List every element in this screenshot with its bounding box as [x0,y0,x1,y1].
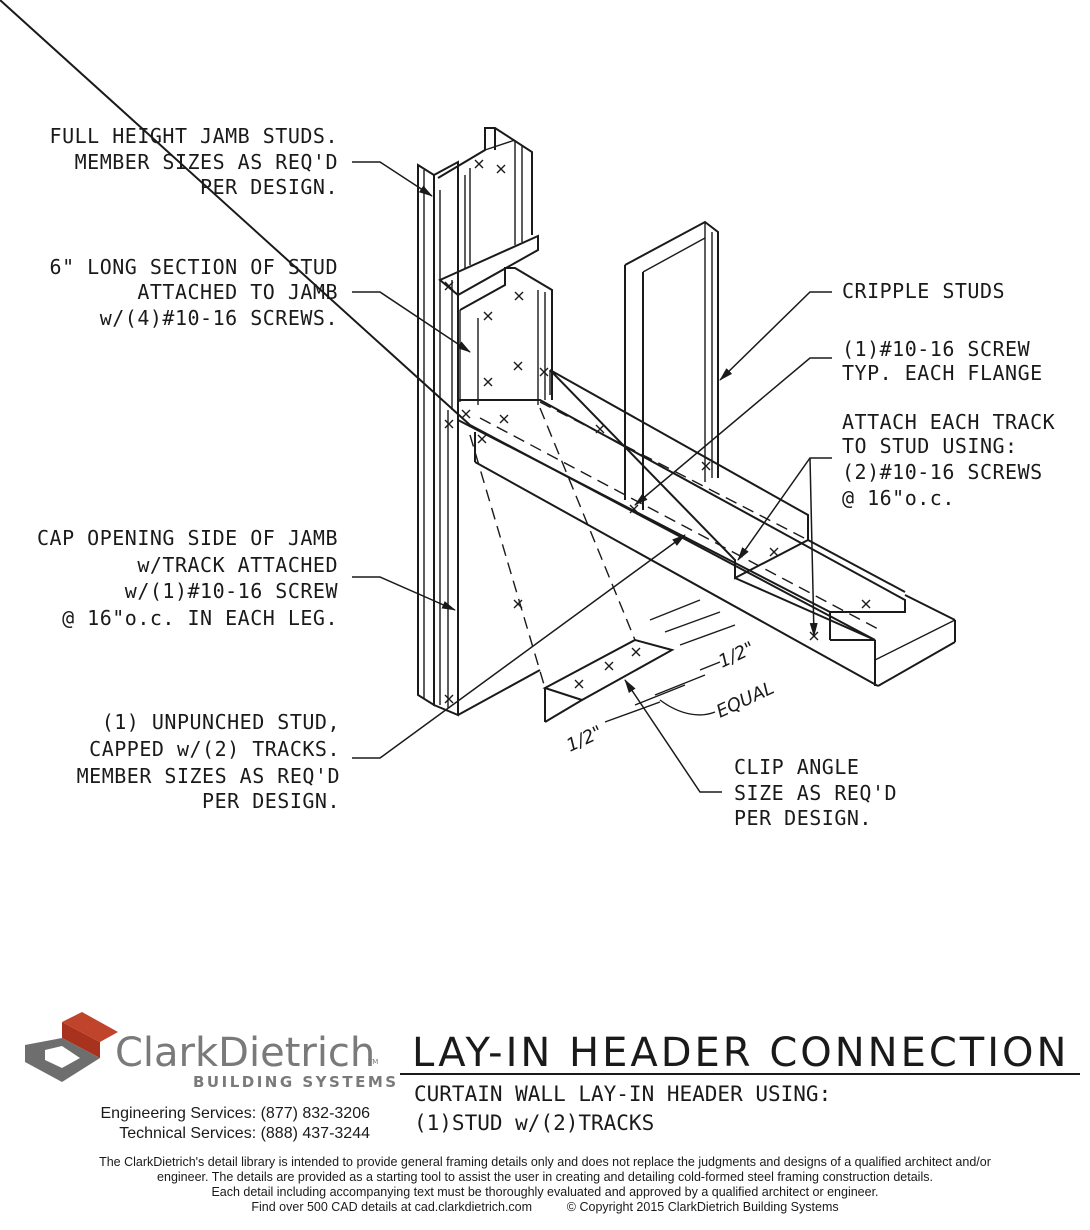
svg-text:@ 16"o.c. IN EACH LEG.: @ 16"o.c. IN EACH LEG. [62,606,338,630]
svg-text:w/TRACK ATTACHED: w/TRACK ATTACHED [137,553,338,577]
label-jamb-studs: FULL HEIGHT JAMB STUDS. MEMBER SIZES AS … [50,124,338,199]
dimension-lines [604,599,736,723]
disclaimer-line-4: Find over 500 CAD details at cad.clarkdi… [251,1200,838,1214]
label-unpunched-stud: (1) UNPUNCHED STUD, CAPPED w/(2) TRACKS.… [77,710,340,813]
svg-text:SIZE AS REQ'D: SIZE AS REQ'D [734,781,897,805]
svg-text:PER DESIGN.: PER DESIGN. [200,175,338,199]
svg-text:w/(4)#10-16 SCREWS.: w/(4)#10-16 SCREWS. [100,306,338,330]
drawing-subtitle-2: (1)STUD w/(2)TRACKS [414,1111,654,1135]
svg-text:PER DESIGN.: PER DESIGN. [734,806,872,830]
upper-jamb-stud [437,127,533,268]
svg-text:ATTACH EACH TRACK: ATTACH EACH TRACK [842,410,1055,434]
screw-marks [444,159,871,704]
disclaimer-line-3: Each detail including accompanying text … [211,1185,878,1199]
svg-text:6" LONG SECTION OF STUD: 6" LONG SECTION OF STUD [50,255,338,279]
dim-half-bottom: 1/2" [563,722,606,757]
dim-half-top: 1/2" [715,638,758,673]
dim-equal: EQUAL [713,678,777,723]
brand-logo [25,1012,118,1082]
svg-text:TYP. EACH FLANGE: TYP. EACH FLANGE [842,361,1043,385]
svg-text:PER DESIGN.: PER DESIGN. [202,789,340,813]
brand-tm: TM [367,1058,378,1066]
svg-text:TO STUD USING:: TO STUD USING: [842,434,1018,458]
engineering-services: Engineering Services: (877) 832-3206 [101,1105,371,1122]
svg-text:CLIP ANGLE: CLIP ANGLE [734,755,859,779]
brand-subtitle: BUILDING SYSTEMS [193,1073,399,1091]
svg-text:FULL HEIGHT JAMB STUDS.: FULL HEIGHT JAMB STUDS. [50,124,338,148]
svg-text:CAP OPENING SIDE OF JAMB: CAP OPENING SIDE OF JAMB [37,526,338,550]
svg-text:MEMBER SIZES AS REQ'D: MEMBER SIZES AS REQ'D [77,764,340,788]
cripple-stud [624,220,719,510]
disclaimer-line-2: engineer. The details are provided as a … [157,1170,933,1184]
label-cap-jamb: CAP OPENING SIDE OF JAMB w/TRACK ATTACHE… [37,526,338,630]
label-attach-track: ATTACH EACH TRACK TO STUD USING: (2)#10-… [842,410,1055,510]
brand-name: ClarkDietrich [115,1030,375,1076]
svg-text:ATTACHED TO JAMB: ATTACHED TO JAMB [137,280,338,304]
disclaimer-line-1: The ClarkDietrich's detail library is in… [99,1155,991,1169]
svg-text:@ 16"o.c.: @ 16"o.c. [842,486,955,510]
svg-text:(1) UNPUNCHED STUD,: (1) UNPUNCHED STUD, [102,710,340,734]
svg-text:w/(1)#10-16 SCREW: w/(1)#10-16 SCREW [125,579,339,603]
logo-red-top [62,1012,118,1042]
drawing-title: LAY-IN HEADER CONNECTION [412,1030,1069,1076]
jamb-studs [417,160,541,717]
label-cripple-studs: CRIPPLE STUDS [842,279,1005,303]
svg-text:CAPPED w/(2) TRACKS.: CAPPED w/(2) TRACKS. [89,737,340,761]
svg-text:MEMBER SIZES AS REQ'D: MEMBER SIZES AS REQ'D [75,150,338,174]
label-screw-flange: (1)#10-16 SCREW TYP. EACH FLANGE [842,337,1043,385]
label-clip-angle: CLIP ANGLE SIZE AS REQ'D PER DESIGN. [734,755,897,830]
leader-lines [352,161,832,793]
svg-text:(1)#10-16 SCREW: (1)#10-16 SCREW [842,337,1031,361]
svg-text:(2)#10-16 SCREWS: (2)#10-16 SCREWS [842,460,1043,484]
header-assembly [0,0,956,687]
technical-services: Technical Services: (888) 437-3244 [119,1125,370,1142]
drawing-subtitle-1: CURTAIN WALL LAY-IN HEADER USING: [414,1082,831,1106]
stud-section-6in [438,234,553,405]
logo-red-shape [62,1022,100,1058]
svg-text:CRIPPLE STUDS: CRIPPLE STUDS [842,279,1005,303]
label-stud-section: 6" LONG SECTION OF STUD ATTACHED TO JAMB… [50,255,338,330]
